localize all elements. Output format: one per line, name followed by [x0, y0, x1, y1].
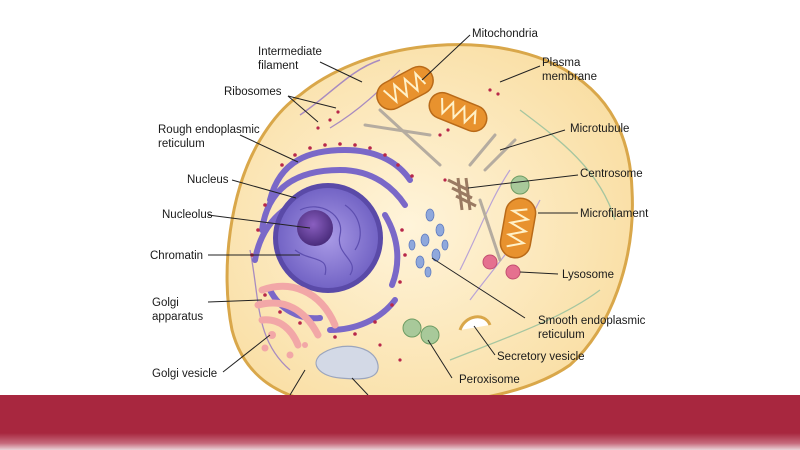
smooth-er	[408, 208, 449, 278]
label-intermediate-filament-1: Intermediate	[258, 46, 322, 58]
golgi-apparatus	[254, 282, 339, 349]
nucleolus	[297, 210, 333, 246]
label-nucleus: Nucleus	[187, 174, 229, 186]
footer-band-fade	[0, 433, 800, 450]
label-smooth-er-1: Smooth endoplasmic	[538, 315, 646, 327]
label-intermediate-filament-2: filament	[258, 60, 299, 72]
label-chromatin: Chromatin	[150, 250, 203, 262]
label-ribosomes: Ribosomes	[224, 86, 282, 98]
secretory-vesicle	[458, 315, 492, 331]
lysosomes	[482, 254, 521, 280]
label-microtubule: Microtubule	[570, 123, 629, 135]
label-peroxisome: Peroxisome	[459, 374, 520, 386]
label-mitochondria: Mitochondria	[472, 28, 538, 40]
leader-lines	[207, 34, 579, 396]
vacuole	[315, 345, 379, 380]
golgi-vesicles	[261, 331, 308, 359]
label-golgi-apparatus-2: apparatus	[152, 311, 203, 323]
microtubules	[363, 108, 517, 262]
label-rough-er-2: reticulum	[158, 138, 205, 150]
label-smooth-er-2: reticulum	[538, 329, 585, 341]
mitochondria	[376, 65, 537, 259]
label-golgi-apparatus-1: Golgi	[152, 297, 179, 309]
footer-band	[0, 395, 800, 450]
label-microfilament: Microfilament	[580, 208, 649, 220]
label-rough-er-1: Rough endoplasmic	[158, 124, 260, 136]
label-nucleolus: Nucleolus	[162, 209, 213, 221]
label-plasma-membrane-1: Plasma	[542, 57, 581, 69]
footer-band-solid	[0, 395, 800, 433]
nucleus	[273, 183, 383, 293]
rough-er-ribosomes	[250, 142, 414, 339]
label-centrosome: Centrosome	[580, 168, 643, 180]
centrosome	[447, 177, 477, 211]
free-ribosomes	[316, 88, 500, 362]
label-secretory-vesicle: Secretory vesicle	[497, 351, 585, 363]
label-golgi-vesicle: Golgi vesicle	[152, 368, 217, 380]
label-lysosome: Lysosome	[562, 269, 614, 281]
label-plasma-membrane-2: membrane	[542, 71, 597, 83]
peroxisomes	[402, 175, 530, 345]
